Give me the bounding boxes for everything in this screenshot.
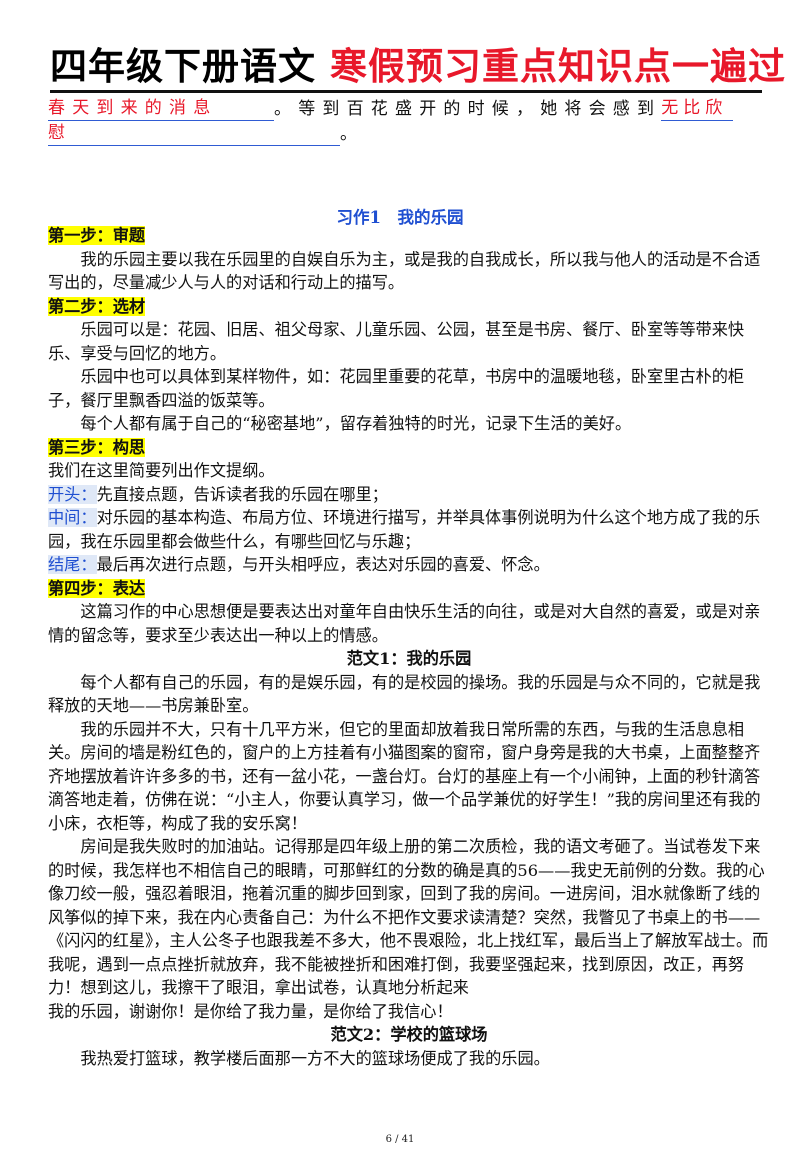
outline-text-middle: 对乐园的基本构造、布局方位、环境进行描写，并举具体事例说明为什么这个地方成了我的…	[48, 508, 761, 551]
blank-answer-1: 春天到来的消息	[48, 96, 274, 121]
section-title: 习作1 我的乐园	[336, 208, 464, 227]
outline-text-ending: 最后再次进行点题，与开头相呼应，表达对乐园的喜爱、怀念。	[96, 555, 550, 574]
paragraph: 每个人都有自己的乐园，有的是娱乐园，有的是校园的操场。我的乐园是与众不同的，它就…	[48, 672, 761, 716]
step-3-heading: 第三步：构思	[48, 437, 146, 457]
paragraph: 我的乐园并不大，只有十几平方米，但它的里面却放着我日常所需的东西，与我的生活息息…	[48, 719, 761, 833]
paragraph: 这篇习作的中心思想便是要表达出对童年自由快乐生活的向往，或是对大自然的喜爱，或是…	[48, 602, 761, 645]
paragraph: 我热爱打篮球，教学楼后面那一方不大的篮球场便成了我的乐园。	[80, 1048, 550, 1068]
outline-text-opening: 先直接点题，告诉读者我的乐园在哪里；	[96, 484, 388, 504]
example-1-title: 范文1：我的乐园	[346, 649, 472, 668]
header-subtitle: 寒假预习重点知识点一遍过	[330, 44, 786, 88]
page-number: 6 / 41	[385, 1134, 415, 1145]
outline-label-middle: 中间：	[48, 508, 97, 527]
page-header: 四年级下册语文 寒假预习重点知识点一遍过	[50, 38, 785, 93]
paragraph: 每个人都有属于自己的“秘密基地”，留存着独特的时光，记录下生活的美好。	[80, 414, 632, 433]
outline-label-opening: 开头：	[48, 484, 97, 504]
blank-answer-2: 无比欣	[661, 96, 734, 121]
step-2-heading: 第二步：选材	[48, 296, 146, 316]
step-4-heading: 第四步：表达	[48, 578, 146, 598]
paragraph: 乐园可以是：花园、旧居、祖父母家、儿童乐园、公园，甚至是书房、餐厅、卧室等等带来…	[48, 320, 745, 363]
paragraph: 我的乐园，谢谢你！是你给了我力量，是你给了我信心！	[48, 1001, 453, 1021]
blank-answer-2-cont: 慰	[48, 121, 340, 146]
step-1-heading: 第一步：审题	[48, 226, 146, 245]
paragraph: 我们在这里简要列出作文提纲。	[48, 461, 275, 480]
intro-text-middle: 。等到百花盛开的时候，她将会感到	[274, 99, 662, 119]
intro-text-end: 。	[340, 124, 365, 144]
paragraph: 我的乐园主要以我在乐园里的自娱自乐为主，或是我的自我成长，所以我与他人的活动是不…	[48, 249, 761, 293]
paragraph: 房间是我失败时的加油站。记得那是四年级上册的第二次质检，我的语文考砸了。当试卷发…	[48, 837, 769, 997]
main-content: 第一步：审题 我的乐园主要以我在乐园里的自娱自乐为主，或是我的自我成长，所以我与…	[48, 224, 770, 1070]
example-2-title: 范文2：学校的篮球场	[330, 1025, 488, 1044]
header-title: 四年级下册语文	[50, 44, 316, 88]
intro-text: 春天到来的消息。等到百花盛开的时候，她将会感到无比欣 慰。	[48, 96, 764, 146]
outline-label-ending: 结尾：	[48, 555, 97, 574]
paragraph: 乐园中也可以具体到某样物件，如：花园里重要的花草，书房中的温暖地毯，卧室里古朴的…	[48, 367, 745, 410]
